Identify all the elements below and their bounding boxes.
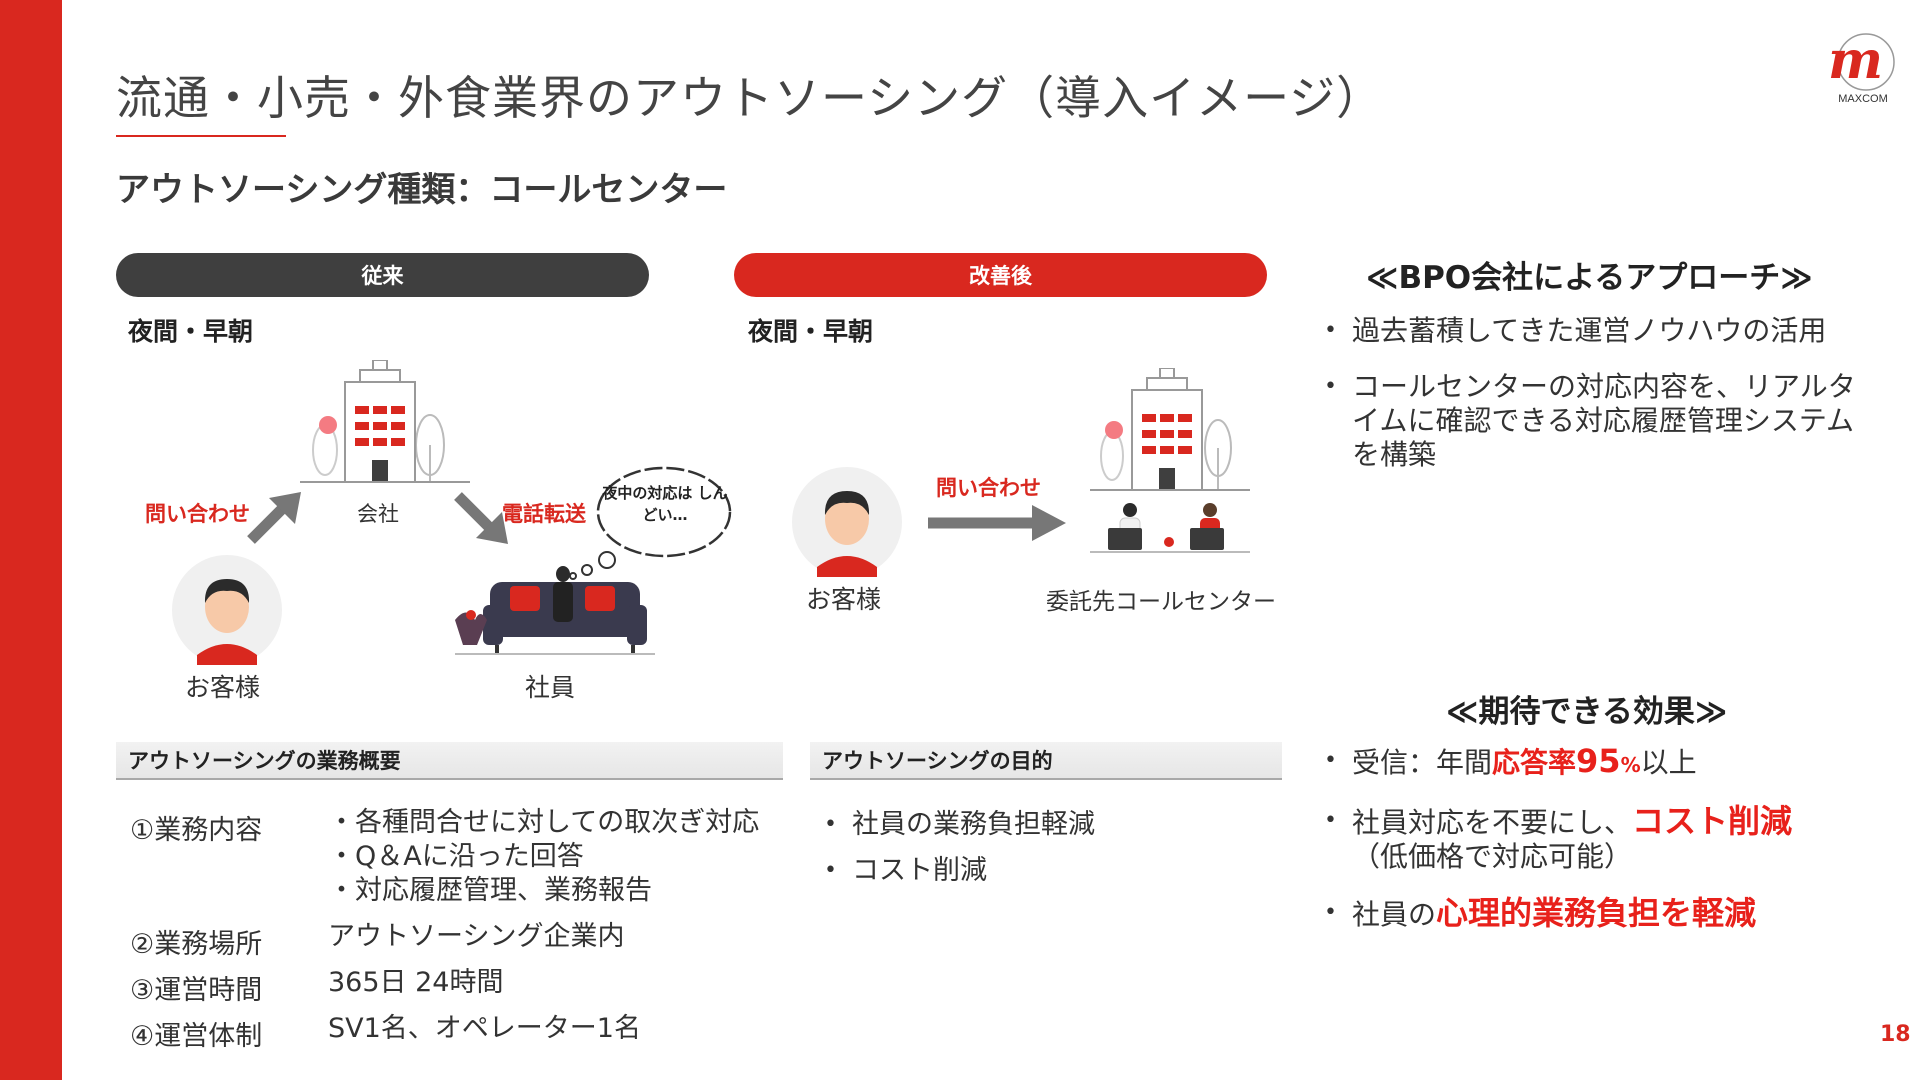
thought-bubble [569, 466, 732, 580]
purpose-list: 社員の業務負担軽減 コスト削減 [822, 808, 1262, 888]
page-title: 流通・小売・外食業界のアウトソーシング（導入イメージ） [116, 71, 1384, 125]
before-customer-avatar [172, 555, 282, 665]
employee-sofa-icon [455, 566, 655, 655]
arrow-up-right-icon [247, 492, 301, 544]
page-subtitle: アウトソーシング種類：コールセンター [116, 170, 728, 210]
call-center-icon [1090, 368, 1250, 553]
before-company-label: 会社 [357, 502, 399, 526]
left-accent-bar [0, 0, 62, 1080]
overview-heading: アウトソーシングの業務概要 [116, 742, 783, 780]
purpose-item: 社員の業務負担軽減 [822, 808, 1262, 842]
employee-label: 社員 [525, 673, 576, 702]
before-pill: 従来 [116, 253, 649, 297]
before-transfer-label: 電話転送 [502, 502, 586, 526]
overview-row-label: ④運営体制 [130, 1021, 263, 1052]
after-customer-label: お客様 [806, 585, 882, 614]
logo-mark: m [1828, 30, 1883, 91]
overview-row-value: アウトソーシング企業内 [328, 921, 625, 952]
bpo-heading: ≪BPO会社によるアプローチ≫ [1366, 260, 1813, 296]
before-customer-label: お客様 [185, 673, 261, 702]
overview-row-values: ・各種問合せに対しての取次ぎ対応 ・Q＆Aに沿った回答 ・対応履歴管理、業務報告 [328, 807, 760, 906]
after-time-label: 夜間・早朝 [748, 317, 874, 346]
effects-heading: ≪期待できる効果≫ [1446, 694, 1728, 730]
logo-ring-icon [1837, 33, 1895, 91]
arrow-right-icon [928, 505, 1066, 541]
effect-item: 社員対応を不要にし、コスト削減 （低価格で対応可能） [1322, 804, 1882, 874]
logo-brand-text: MAXCOM [1838, 93, 1888, 105]
bpo-list: 過去蓄積してきた運営ノウハウの活用 コールセンターの対応内容を、リアルタイムに確… [1322, 314, 1882, 472]
before-inquiry-label: 問い合わせ [145, 502, 250, 526]
effect-item: 社員の心理的業務負担を軽減 [1322, 896, 1882, 932]
maxcom-logo: m MAXCOM [1822, 26, 1904, 110]
purpose-heading: アウトソーシングの目的 [810, 742, 1282, 780]
after-pill: 改善後 [734, 253, 1267, 297]
effects-list: 受信：年間応答率95%以上 社員対応を不要にし、コスト削減 （低価格で対応可能）… [1322, 744, 1882, 932]
overview-row-label: ①業務内容 [130, 815, 263, 846]
overview-row-value: 365日 24時間 [328, 967, 504, 998]
page-number: 18 [1880, 1022, 1911, 1047]
overview-row-label: ③運営時間 [130, 975, 263, 1006]
bpo-item: 過去蓄積してきた運営ノウハウの活用 [1322, 314, 1882, 348]
arrow-down-right-icon [454, 492, 508, 544]
after-inquiry-label: 問い合わせ [936, 476, 1041, 500]
after-customer-avatar [792, 467, 902, 577]
before-time-label: 夜間・早朝 [128, 317, 254, 346]
before-building-icon [300, 360, 470, 483]
call-center-label: 委託先コールセンター [1046, 589, 1276, 615]
purpose-item: コスト削減 [822, 854, 1262, 888]
effect-item: 受信：年間応答率95%以上 [1322, 744, 1882, 782]
overview-row-value: SV1名、オペレーター1名 [328, 1013, 641, 1044]
overview-row-label: ②業務場所 [130, 929, 263, 960]
title-underline [116, 135, 286, 137]
thought-bubble-text: 夜中の対応は しんどい… [602, 484, 728, 524]
bpo-item: コールセンターの対応内容を、リアルタイムに確認できる対応履歴管理システムを構築 [1322, 370, 1882, 472]
